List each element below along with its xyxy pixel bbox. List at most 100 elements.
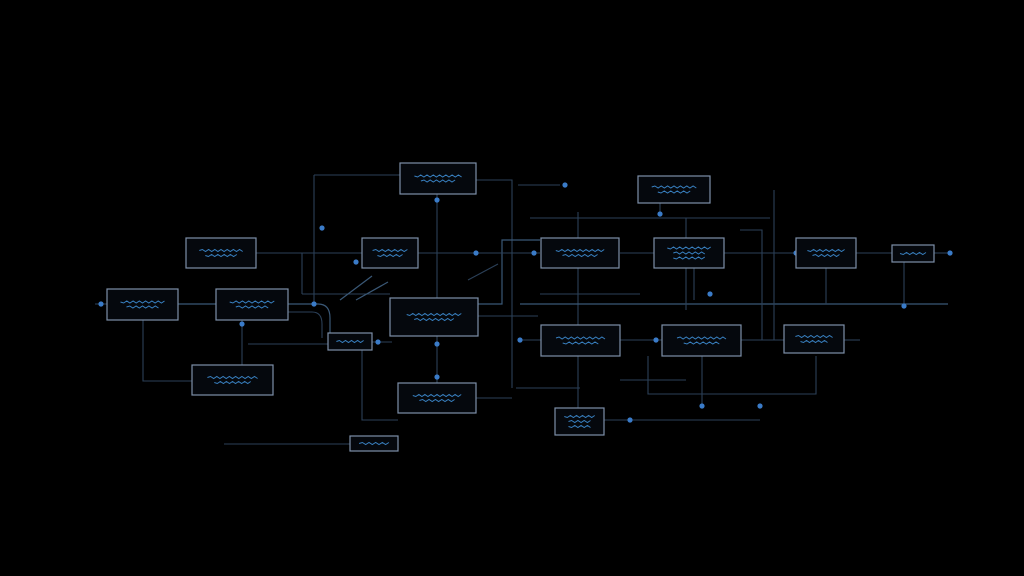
node-label-illegible bbox=[120, 300, 165, 304]
node-label-illegible bbox=[420, 179, 456, 183]
node-box bbox=[540, 237, 620, 269]
diagram-node bbox=[397, 382, 477, 414]
diagram-node bbox=[215, 288, 289, 321]
node-label-illegible bbox=[673, 256, 706, 260]
node-label-illegible bbox=[377, 253, 403, 258]
connector-dot bbox=[947, 250, 953, 256]
diagram-node bbox=[349, 435, 399, 452]
connector-dot bbox=[699, 403, 705, 409]
edge bbox=[467, 263, 499, 281]
connector-dot bbox=[434, 197, 440, 203]
edge bbox=[339, 275, 373, 301]
node-box bbox=[661, 324, 742, 357]
diagram-node bbox=[661, 324, 742, 357]
node-box bbox=[397, 382, 477, 414]
edge bbox=[478, 239, 540, 305]
nodes bbox=[106, 162, 935, 452]
node-label-illegible bbox=[899, 251, 927, 256]
diagram-node bbox=[540, 324, 621, 357]
edge bbox=[142, 320, 192, 382]
edge bbox=[355, 281, 389, 301]
diagram-node bbox=[540, 237, 620, 269]
node-label-illegible bbox=[683, 341, 720, 345]
node-box bbox=[389, 297, 479, 337]
diagram-node bbox=[653, 237, 725, 269]
node-label-illegible bbox=[568, 419, 591, 424]
diagram-node bbox=[637, 175, 711, 204]
diagram-node bbox=[891, 244, 935, 263]
diagram-node bbox=[106, 288, 179, 321]
node-label-illegible bbox=[336, 339, 364, 344]
connector-dot bbox=[531, 250, 537, 256]
node-box bbox=[795, 237, 857, 269]
node-label-illegible bbox=[676, 336, 727, 340]
node-label-illegible bbox=[555, 248, 605, 253]
node-label-illegible bbox=[414, 174, 462, 178]
node-label-illegible bbox=[673, 251, 706, 255]
node-label-illegible bbox=[562, 253, 598, 258]
node-label-illegible bbox=[568, 424, 591, 429]
diagram-node bbox=[389, 297, 479, 337]
node-label-illegible bbox=[419, 398, 455, 403]
connector-dot bbox=[375, 339, 381, 345]
diagram-node bbox=[361, 237, 419, 269]
edge bbox=[361, 350, 398, 421]
node-label-illegible bbox=[199, 248, 243, 253]
diagram-node bbox=[554, 407, 605, 436]
node-label-illegible bbox=[414, 317, 455, 322]
diagram-node bbox=[185, 237, 257, 269]
node-label-illegible bbox=[807, 248, 845, 253]
node-box bbox=[215, 288, 289, 321]
node-label-illegible bbox=[795, 334, 833, 339]
node-box bbox=[185, 237, 257, 269]
connector-dot bbox=[757, 403, 763, 409]
connector-dot bbox=[562, 182, 568, 188]
node-box bbox=[191, 364, 274, 396]
node-box bbox=[361, 237, 419, 269]
node-label-illegible bbox=[651, 185, 697, 189]
connector-dot bbox=[657, 211, 663, 217]
node-label-illegible bbox=[667, 246, 711, 250]
connector-dot bbox=[311, 301, 317, 307]
node-label-illegible bbox=[800, 339, 828, 344]
node-box bbox=[399, 162, 477, 195]
edges bbox=[95, 174, 948, 445]
node-label-illegible bbox=[372, 248, 408, 253]
node-label-illegible bbox=[555, 336, 606, 340]
connector-dot bbox=[239, 321, 245, 327]
diagram-node bbox=[783, 324, 845, 354]
connector-dot bbox=[653, 337, 659, 343]
connector-dot bbox=[434, 374, 440, 380]
edge bbox=[288, 311, 323, 338]
connector-dot bbox=[434, 341, 440, 347]
node-label-illegible bbox=[406, 312, 462, 317]
node-label-illegible bbox=[412, 393, 462, 398]
node-label-illegible bbox=[657, 190, 691, 194]
node-label-illegible bbox=[207, 375, 258, 380]
node-label-illegible bbox=[229, 300, 275, 304]
connector-dot bbox=[517, 337, 523, 343]
connector-dot bbox=[353, 259, 359, 265]
node-box bbox=[637, 175, 711, 204]
node-box bbox=[540, 324, 621, 357]
node-label-illegible bbox=[564, 414, 595, 419]
node-label-illegible bbox=[214, 380, 251, 385]
connector-dot bbox=[627, 417, 633, 423]
diagram-node bbox=[795, 237, 857, 269]
node-label-illegible bbox=[235, 305, 269, 309]
node-label-illegible bbox=[205, 253, 238, 258]
connector-dot bbox=[319, 225, 325, 231]
edge bbox=[288, 303, 331, 333]
connector-dot bbox=[473, 250, 479, 256]
diagram-node bbox=[399, 162, 477, 195]
node-box bbox=[891, 244, 935, 263]
node-label-illegible bbox=[812, 253, 840, 258]
node-label-illegible bbox=[562, 341, 599, 345]
edge bbox=[476, 179, 513, 388]
node-box bbox=[653, 237, 725, 269]
node-box bbox=[783, 324, 845, 354]
connector-dot bbox=[707, 291, 713, 297]
connector-dot bbox=[98, 301, 104, 307]
